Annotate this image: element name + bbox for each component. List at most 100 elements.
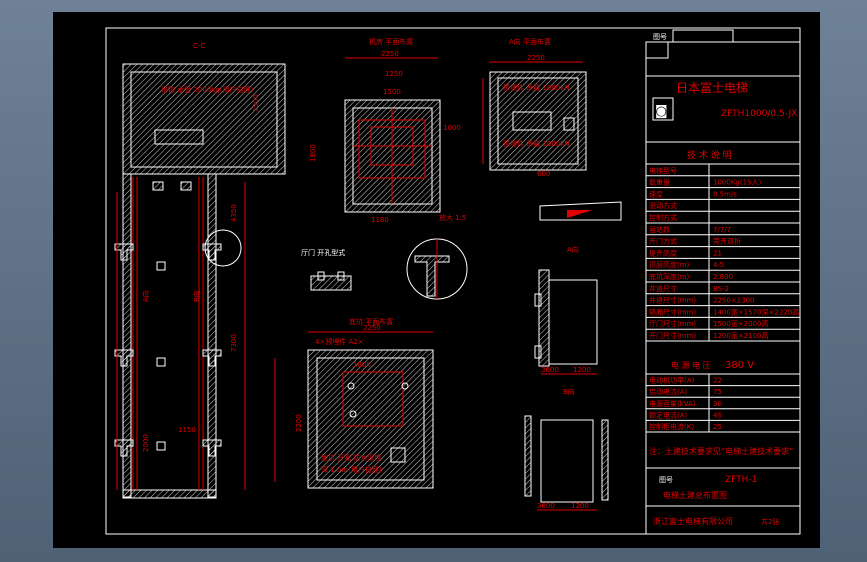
spec-title: 技 术 说 明 xyxy=(687,149,732,161)
construction-note: 注：土建技术要求见“电梯土建技术要求” xyxy=(649,446,793,456)
machine-room-interior xyxy=(130,71,278,168)
view-b-door xyxy=(540,419,594,503)
table-row-label: 载重量 xyxy=(649,178,670,187)
view-a: A向 3600 1200 xyxy=(534,245,598,375)
table-row-value: BS-2 xyxy=(713,285,729,293)
section-cc-title: C-C xyxy=(193,42,205,50)
power-title: 电 源 电 压 xyxy=(671,360,711,370)
table-row-label: 开门方式 xyxy=(649,237,677,246)
dim-pit-width: 2250 xyxy=(363,324,381,332)
table-row-label: 启动电流(A) xyxy=(649,387,688,396)
table-row-value: 21 xyxy=(713,249,722,257)
table-row-label: 井道尺寸(mm) xyxy=(649,296,696,305)
dim-inner-width: 1250 xyxy=(385,70,403,78)
car-marker xyxy=(156,261,166,271)
floor-bracket xyxy=(202,439,222,457)
table-row-label: 井道尺寸 xyxy=(649,284,677,293)
table-row-value: 旁开双折 xyxy=(713,237,741,246)
dim-b-width: 2250 xyxy=(527,54,545,62)
table-row-label: 电源容量(kVA) xyxy=(649,399,696,408)
table-row-label: 底坑深度(m) xyxy=(649,272,690,281)
machine-plan-title: 机房 平面布置 xyxy=(369,37,413,46)
dim-b-right2: 1200 xyxy=(571,502,589,510)
table-row-label: 顶层高度(m) xyxy=(649,260,690,269)
table-row-label: 电动机功率(A) xyxy=(649,376,695,385)
table-row-label: 控制方式 xyxy=(649,213,677,222)
drawing-canvas[interactable]: C-C 吊钩 承受 2000kg(用户自理) 2500 xyxy=(53,12,820,548)
floor-bracket xyxy=(202,349,222,367)
plan-b-hook xyxy=(563,117,575,131)
dim-pit-depth: 1150 xyxy=(178,426,196,434)
table-row-label: 电梯型号 xyxy=(649,166,677,175)
plan-b-beam xyxy=(512,111,552,131)
title-block: 图号 日本富士电梯 ◙ ZFTH1000/0.5-JX 技 术 说 明 电梯型号… xyxy=(645,29,801,535)
pit-note-2: 预埋件 承载 1000kN xyxy=(503,139,570,148)
table-row-value: 2250×2300 xyxy=(713,297,755,305)
section-cc-view: C-C 吊钩 承受 2000kg(用户自理) 2500 xyxy=(114,42,286,499)
pit-note-4: 深 1.5m(用户自理) xyxy=(321,465,382,474)
power-table: 电动机功率(A)22启动电流(A)75电源容量(kVA)30额定电流(A)45控… xyxy=(646,374,800,433)
brand-name: 日本富士电梯 xyxy=(676,80,748,95)
dim-b-left: 3600 xyxy=(537,502,555,510)
pit-plan: 底坑 平面布置 2250 4×预埋件 A2× 地坑 开孔 防水深度 深 1.5m… xyxy=(274,317,434,489)
hoist-load-note: 吊钩 承受 2000kg(用户自理) xyxy=(161,85,253,94)
company-name: 浙江富士电梯有限公司 xyxy=(653,516,733,526)
drawing-no: ZFTH-1 xyxy=(725,475,757,485)
door-pin-left xyxy=(317,271,325,281)
view-b-wall-left xyxy=(524,415,532,497)
dim-a-right: 1200 xyxy=(573,366,591,374)
dim-side: 1800 xyxy=(309,144,317,162)
machine-room-plan: 机房 平面布置 2250 1250 1500 1800 1000 1180 放大… xyxy=(309,37,467,224)
dim-pit-inner: 1800 xyxy=(353,361,371,369)
table-row-value: 7/7/7 xyxy=(713,226,731,234)
slab-stub-1 xyxy=(152,181,164,191)
plan-b-title: A向 平面布置 xyxy=(509,37,551,46)
title-tab xyxy=(672,29,734,43)
detail-bracket xyxy=(414,255,450,297)
door-opening-title: 厅门 开孔型式 xyxy=(301,248,345,257)
door-opening-detail: 厅门 开孔型式 xyxy=(301,248,352,291)
view-a-door xyxy=(548,279,598,365)
table-row-label: 厅门尺寸(mm) xyxy=(649,319,696,328)
car-marker xyxy=(156,357,166,367)
pit-floor xyxy=(122,489,217,499)
dim-travel: 7300 xyxy=(230,334,238,352)
dim-1500: 1500 xyxy=(383,88,401,96)
table-row-value: 25 xyxy=(713,423,722,431)
drawing-title: 电梯土建总布置图 xyxy=(663,490,727,500)
table-row-label: 开门尺寸(mm) xyxy=(649,331,696,340)
door-sill xyxy=(310,275,352,291)
machine-base xyxy=(154,129,204,145)
drawing-sheet: C-C 吊钩 承受 2000kg(用户自理) 2500 xyxy=(53,12,820,548)
dim-machine-height: 2500 xyxy=(252,94,260,112)
dim-pit-side: 2200 xyxy=(295,414,303,432)
dim-right: 1000 xyxy=(443,124,461,132)
machine-room-wall xyxy=(122,63,286,175)
enlarged-detail xyxy=(406,238,468,300)
pit-sump xyxy=(390,447,406,463)
pit-note-3: 地坑 开孔 防水深度 xyxy=(321,453,381,462)
table-row-value: 1000Kg(15人) xyxy=(713,179,761,187)
table-row-value: 30 xyxy=(713,400,722,408)
voltage-value: 380 V xyxy=(725,360,754,371)
drawing-no-label: 图号 xyxy=(659,476,673,484)
table-row-value: 22 xyxy=(713,377,722,385)
table-row-value: 75 xyxy=(713,388,722,396)
table-row-label: 速度 xyxy=(649,189,663,198)
table-row-value: 2.800 xyxy=(713,273,733,281)
table-row-label: 轿厢尺寸(mm) xyxy=(649,307,696,316)
pit-interior xyxy=(316,357,425,481)
buffer-1 xyxy=(347,382,355,390)
dim-top-width: 2250 xyxy=(381,50,399,58)
dim-b-bottom: 600 xyxy=(537,170,550,178)
dim-a-left: 3600 xyxy=(541,366,559,374)
view-b-title: B向 xyxy=(563,387,575,396)
wedge-outline xyxy=(539,201,622,221)
view-a-anchor-1 xyxy=(534,293,542,307)
dim-pit: 2000 xyxy=(142,434,150,452)
floor-levels xyxy=(114,243,222,457)
dim-bottom: 1180 xyxy=(371,216,389,224)
scale-note: 放大 1:5 xyxy=(439,213,467,222)
view-b-wall-right xyxy=(601,419,609,501)
